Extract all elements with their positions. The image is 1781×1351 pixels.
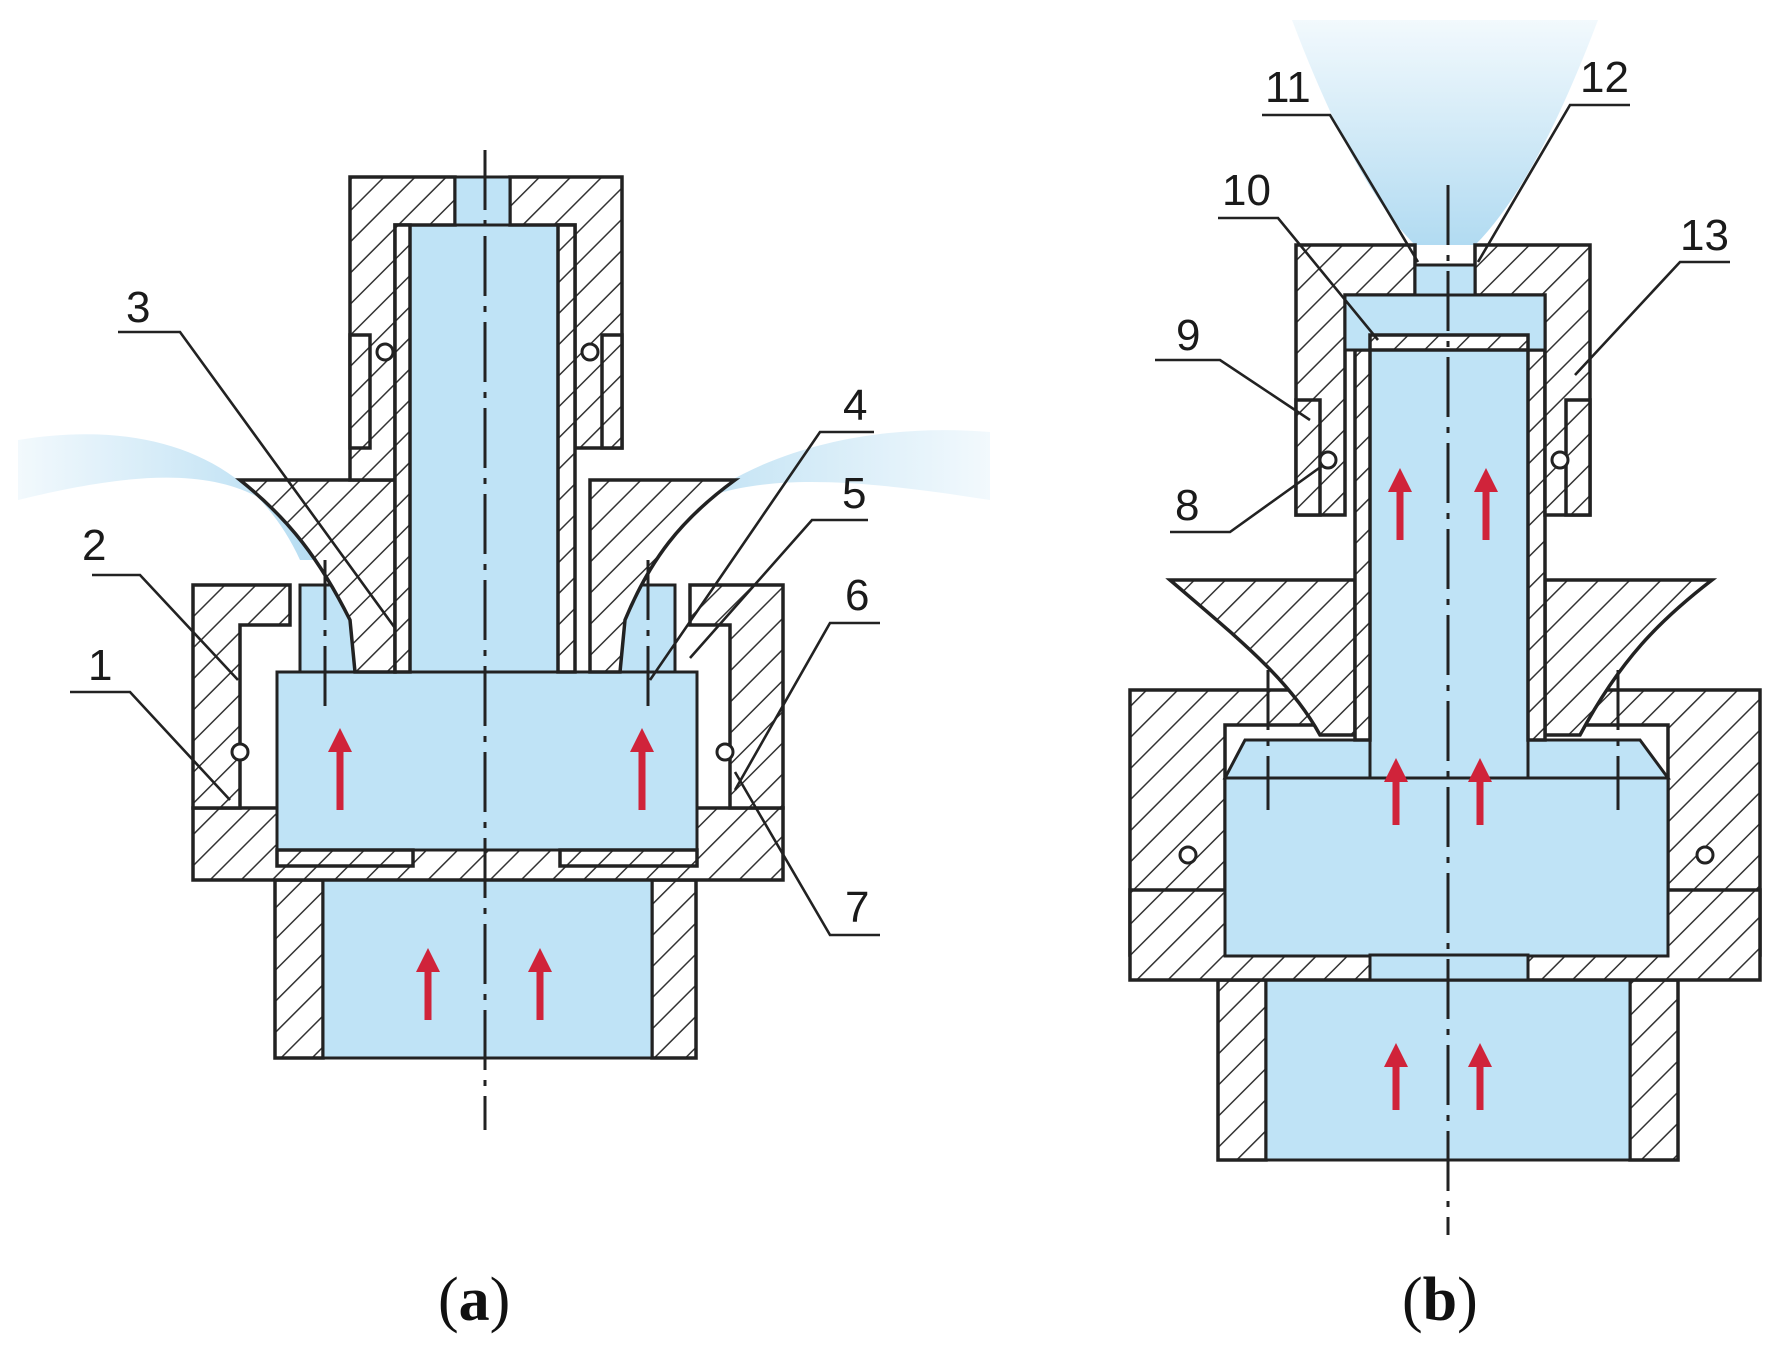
leader-8 <box>1170 464 1323 534</box>
leader-2 <box>92 573 239 681</box>
leader-3 <box>118 330 397 629</box>
inlet-pipe-wall-right <box>650 878 698 1060</box>
flow-arrow <box>1468 1043 1492 1110</box>
inlet-pipe-wall-right <box>1628 978 1680 1162</box>
leader-7 <box>733 771 880 937</box>
stem-wall-right <box>1526 348 1547 742</box>
flow-arrow <box>416 948 440 1020</box>
orifice-water <box>1413 263 1477 297</box>
leader-10 <box>1218 216 1380 341</box>
flow-arrow <box>630 728 654 810</box>
leader-4 <box>648 430 874 681</box>
o-ring-lower-left <box>1178 845 1198 865</box>
o-ring-lower-right <box>1695 845 1715 865</box>
part-label: 6 <box>845 571 869 620</box>
part-label: 12 <box>1580 53 1629 102</box>
flow-arrow <box>1384 1043 1408 1110</box>
stem-wall-right <box>556 223 577 674</box>
part-label: 10 <box>1222 166 1271 215</box>
part-label: 4 <box>843 381 867 430</box>
leader-13 <box>1574 260 1730 376</box>
housing-left <box>191 583 292 810</box>
part-label: 11 <box>1265 63 1311 112</box>
flow-arrow <box>328 728 352 810</box>
leader-12 <box>1476 103 1630 263</box>
figure-b: 8 9 10 11 12 13 (b) <box>1128 20 1762 1334</box>
chamber-water <box>275 670 699 852</box>
deflector-right <box>1543 578 1718 737</box>
leader-9 <box>1155 358 1311 422</box>
flow-arrow <box>1468 758 1492 825</box>
figure-a: 1 2 3 4 5 6 7 (a) <box>18 150 990 1334</box>
cap-skirt-right <box>600 333 624 450</box>
spray-right <box>622 430 990 560</box>
spray-left <box>18 434 318 560</box>
leader-11 <box>1262 113 1420 263</box>
chamber-floor-left <box>275 848 415 868</box>
part-label: 13 <box>1680 211 1729 260</box>
flow-arrow <box>1384 758 1408 825</box>
part-label: 9 <box>1176 311 1200 360</box>
o-ring-upper-left <box>375 342 395 362</box>
part-label: 3 <box>126 283 150 332</box>
leader-1 <box>70 690 231 801</box>
o-ring-lower-left <box>230 742 250 762</box>
chamber-floor-right <box>558 848 699 868</box>
part-label: 2 <box>82 521 106 570</box>
cap-skirt-right <box>1564 398 1592 517</box>
o-ring-upper-left <box>1318 450 1338 470</box>
deflector-left <box>1165 578 1357 737</box>
flow-arrow <box>1474 468 1498 540</box>
part-label: 1 <box>88 641 112 690</box>
cap-top-water <box>453 175 512 227</box>
inlet-water <box>321 878 654 1060</box>
cap-skirt-left <box>348 333 372 450</box>
o-ring-upper-right <box>1550 450 1570 470</box>
deflector-left <box>235 478 397 674</box>
part-label: 5 <box>842 469 866 518</box>
flow-arrow <box>528 948 552 1020</box>
stem-wall-left <box>1353 348 1372 742</box>
o-ring-upper-right <box>580 342 600 362</box>
housing-right <box>688 583 785 810</box>
deflector-right <box>588 478 741 674</box>
inlet-pipe-wall-left <box>273 878 325 1060</box>
stem-wall-left <box>393 223 412 674</box>
inlet-pipe-wall-left <box>1216 978 1268 1162</box>
o-ring-lower-right <box>715 742 735 762</box>
flow-arrow <box>1388 468 1412 540</box>
part-label: 7 <box>845 883 869 932</box>
leader-6 <box>733 621 880 791</box>
leader-5 <box>689 518 868 659</box>
caption-b: (b) <box>1402 1266 1478 1334</box>
caption-a: (a) <box>438 1266 510 1334</box>
part-label: 8 <box>1175 481 1199 530</box>
spray-top <box>1292 20 1598 245</box>
